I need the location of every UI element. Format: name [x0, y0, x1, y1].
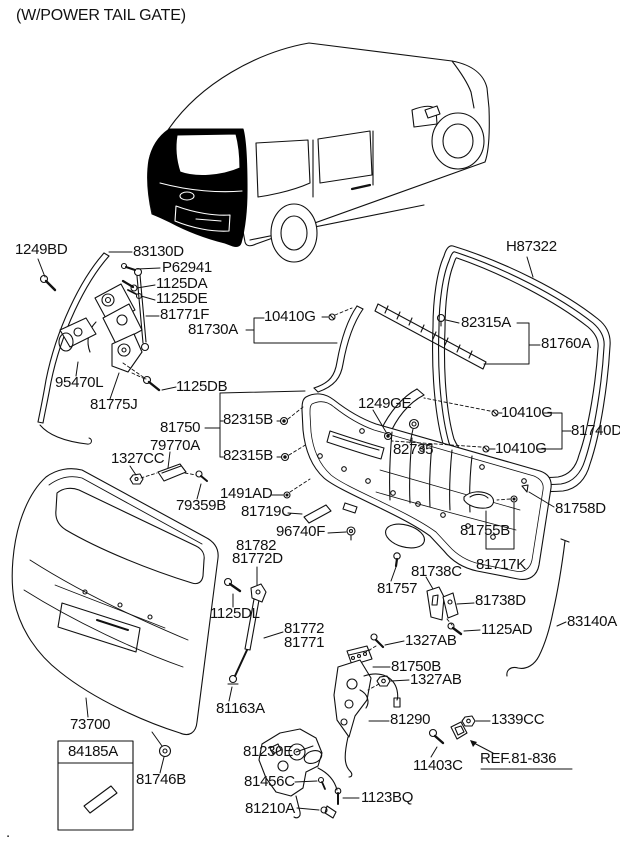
spreader-bar-drawing	[374, 303, 487, 370]
part-label-83130D: 83130D	[133, 243, 184, 260]
hinge-bracket-drawing	[393, 552, 463, 636]
reference-link-81-836[interactable]: REF.81-836	[480, 750, 557, 767]
upper-rail-drawing	[313, 305, 364, 393]
part-label-81782: 81782	[236, 537, 277, 554]
part-label-82315B-1: 82315B	[223, 411, 273, 428]
part-label-81290: 81290	[390, 711, 431, 728]
part-label-10410G-right-2: 10410G	[495, 440, 547, 457]
pad-box-84185A	[57, 740, 134, 831]
screw-1491AD	[283, 491, 291, 499]
footnote-dot: .	[6, 824, 11, 841]
panel-clips	[317, 428, 527, 540]
part-label-1491AD: 1491AD	[220, 485, 273, 502]
power-tailgate-drive-unit-drawing	[58, 267, 150, 373]
part-label-10410G-left: 10410G	[264, 308, 316, 325]
part-label-81210A: 81210A	[245, 800, 295, 817]
part-label-81758D: 81758D	[555, 500, 606, 517]
part-label-95470L: 95470L	[55, 374, 104, 391]
screw-82315A-icon	[436, 313, 446, 327]
pull-handle-drawing	[463, 484, 529, 509]
part-label-81730A: 81730A	[188, 321, 238, 338]
part-label-10410G-right-1: 10410G	[501, 404, 553, 421]
grommet-1249GE	[383, 431, 393, 441]
guide-rail-left-drawing	[37, 252, 110, 445]
part-label-81750: 81750	[160, 419, 201, 436]
part-label-81740D: 81740D	[571, 422, 620, 439]
clip-96740F	[346, 526, 356, 541]
screw-79359B	[195, 470, 208, 482]
part-label-81717K: 81717K	[476, 556, 526, 573]
part-label-1249GE: 1249GE	[358, 395, 412, 412]
part-label-81771F: 81771F	[160, 306, 210, 323]
dashed-leaders	[122, 307, 511, 691]
part-label-81755B: 81755B	[460, 522, 510, 539]
part-label-82735: 82735	[393, 441, 434, 458]
part-label-81746B: 81746B	[136, 771, 186, 788]
scuff-strip-81719C	[303, 504, 332, 524]
part-label-81757: 81757	[377, 580, 418, 597]
part-label-H87322: H87322	[506, 238, 557, 255]
part-label-1249BD: 1249BD	[15, 241, 68, 258]
part-label-82315A: 82315A	[461, 314, 511, 331]
power-latch-drawing	[258, 728, 342, 819]
part-label-1125DA: 1125DA	[156, 275, 208, 292]
part-label-81719C: 81719C	[241, 503, 292, 520]
part-label-81163A: 81163A	[216, 700, 265, 717]
part-label-81772D: 81772D	[232, 550, 283, 567]
fastener-icons-left	[39, 262, 161, 392]
gas-strut-drawing	[223, 577, 267, 685]
part-label-82315B-2: 82315B	[223, 447, 273, 464]
screw-10410G-icons	[328, 313, 499, 453]
part-label-96740F: 96740F	[276, 523, 326, 540]
bumper-79770A	[157, 463, 187, 482]
clip-82315B-icons	[279, 416, 290, 462]
part-label-P62941: P62941	[162, 259, 212, 276]
part-label-1125DB: 1125DB	[176, 378, 228, 395]
part-label-1327CC: 1327CC	[111, 450, 165, 467]
part-label-79359B: 79359B	[176, 497, 226, 514]
part-label-84185A: 84185A	[68, 743, 118, 760]
part-label-11403C: 11403C	[413, 757, 463, 774]
part-label-1125DE: 1125DE	[156, 290, 208, 307]
part-label-79770A: 79770A	[150, 437, 200, 454]
page-title: (W/POWER TAIL GATE)	[16, 7, 186, 24]
part-label-1125DL: 1125DL	[210, 605, 260, 622]
part-label-81772: 81772	[284, 620, 325, 637]
part-label-1123BQ: 1123BQ	[361, 789, 414, 806]
latch-assembly-drawing	[333, 633, 476, 778]
leader-lines	[37, 251, 573, 811]
part-label-81738C: 81738C	[411, 563, 462, 580]
part-label-83140A: 83140A	[567, 613, 617, 630]
nut-1327CC	[129, 473, 144, 485]
tailgate-panel-drawing	[11, 468, 219, 758]
part-label-81738D: 81738D	[475, 592, 526, 609]
part-label-81456C: 81456C	[244, 773, 295, 790]
part-label-73700: 73700	[70, 716, 111, 733]
part-label-1327AB-1: 1327AB	[405, 632, 457, 649]
part-label-1125AD: 1125AD	[481, 621, 533, 638]
part-label-81771: 81771	[284, 634, 325, 651]
part-label-81760A: 81760A	[541, 335, 591, 352]
part-label-81750B: 81750B	[391, 658, 441, 675]
grommet-81746B	[158, 744, 172, 758]
part-label-1339CC: 1339CC	[491, 711, 545, 728]
support-rod-drawing	[506, 538, 570, 677]
grommet-82735	[408, 418, 420, 430]
part-label-1327AB-2: 1327AB	[410, 671, 462, 688]
part-label-81230E: 81230E	[243, 743, 293, 760]
part-label-81775J: 81775J	[90, 396, 138, 413]
van-illustration	[147, 42, 490, 263]
